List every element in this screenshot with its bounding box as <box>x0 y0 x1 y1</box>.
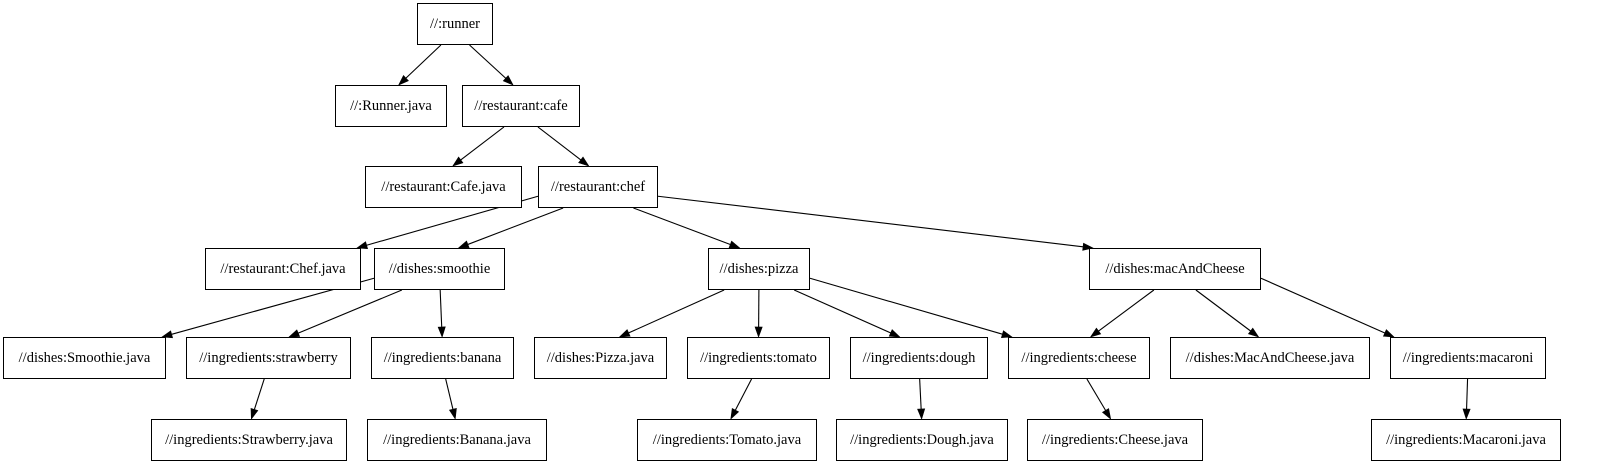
node-label: //dishes:smoothie <box>388 260 491 277</box>
node-label: //ingredients:Macaroni.java <box>1386 431 1546 448</box>
graph-edge-dishes_smoothie-to-ing_strawberry <box>288 289 403 338</box>
node-label: //ingredients:macaroni <box>1402 349 1534 366</box>
graph-node-ing_strawberry_java[interactable]: //ingredients:Strawberry.java <box>151 419 347 461</box>
graph-node-dishes_pizza[interactable]: //dishes:pizza <box>708 248 810 290</box>
node-label: //restaurant:Chef.java <box>220 260 346 277</box>
graph-edge-dishes_pizza-to-ing_dough <box>793 289 901 338</box>
graph-edge-ing_macaroni-to-ing_macaroni_java <box>1462 378 1471 420</box>
graph-edge-ing_strawberry-to-ing_strawberry_java <box>250 378 265 420</box>
graph-edge-ing_dough-to-ing_dough_java <box>917 378 926 420</box>
node-label: //ingredients:Strawberry.java <box>165 431 333 448</box>
graph-edge-runner-to-restaurant_cafe <box>469 44 514 86</box>
graph-node-ing_tomato[interactable]: //ingredients:tomato <box>687 337 830 379</box>
node-label: //ingredients:tomato <box>700 349 817 366</box>
graph-node-restaurant_chef[interactable]: //restaurant:chef <box>538 166 658 208</box>
node-label: //ingredients:Cheese.java <box>1041 431 1189 448</box>
node-label: //dishes:macAndCheese <box>1105 260 1245 277</box>
node-label: //ingredients:strawberry <box>199 349 338 366</box>
graph-node-restaurant_chef_java[interactable]: //restaurant:Chef.java <box>205 248 361 290</box>
graph-edge-dishes_pizza-to-ing_tomato <box>754 289 763 338</box>
graph-edge-ing_banana-to-ing_banana_java <box>445 378 457 420</box>
node-label: //ingredients:cheese <box>1021 349 1137 366</box>
graph-node-dishes_macandcheese[interactable]: //dishes:macAndCheese <box>1089 248 1261 290</box>
graph-edge-dishes_macandcheese-to-ing_cheese <box>1089 289 1155 338</box>
node-label: //ingredients:dough <box>862 349 976 366</box>
graph-node-dishes_smoothie[interactable]: //dishes:smoothie <box>374 248 505 290</box>
node-label: //restaurant:cafe <box>474 97 568 114</box>
graph-edge-restaurant_cafe-to-restaurant_cafe_java <box>452 126 505 167</box>
node-label: //dishes:pizza <box>719 260 799 277</box>
graph-edge-dishes_pizza-to-ing_cheese <box>809 277 1013 338</box>
graph-edge-dishes_macandcheese-to-ing_macaroni <box>1260 277 1395 338</box>
graph-node-ing_cheese[interactable]: //ingredients:cheese <box>1008 337 1150 379</box>
graph-edge-runner-to-runner_java <box>398 44 442 86</box>
graph-node-ing_dough_java[interactable]: //ingredients:Dough.java <box>836 419 1008 461</box>
node-label: //dishes:Smoothie.java <box>18 349 151 366</box>
graph-node-ing_strawberry[interactable]: //ingredients:strawberry <box>186 337 351 379</box>
graph-edge-dishes_macandcheese-to-dishes_macandcheese_java <box>1195 289 1260 338</box>
node-label: //ingredients:banana <box>383 349 502 366</box>
node-label: //ingredients:Tomato.java <box>652 431 802 448</box>
graph-node-ing_cheese_java[interactable]: //ingredients:Cheese.java <box>1027 419 1203 461</box>
node-label: //:runner <box>430 15 480 32</box>
node-label: //restaurant:Cafe.java <box>381 178 506 195</box>
node-label: //restaurant:chef <box>550 178 646 195</box>
node-label: //ingredients:Banana.java <box>383 431 531 448</box>
node-label: //dishes:MacAndCheese.java <box>1185 349 1355 366</box>
graph-node-runner[interactable]: //:runner <box>417 3 493 45</box>
node-label: //dishes:Pizza.java <box>546 349 655 366</box>
graph-node-ing_banana[interactable]: //ingredients:banana <box>371 337 514 379</box>
graph-node-ing_banana_java[interactable]: //ingredients:Banana.java <box>367 419 547 461</box>
graph-node-runner_java[interactable]: //:Runner.java <box>335 85 447 127</box>
graph-edge-ing_cheese-to-ing_cheese_java <box>1086 378 1112 420</box>
graph-node-ing_macaroni[interactable]: //ingredients:macaroni <box>1390 337 1546 379</box>
graph-edge-ing_tomato-to-ing_tomato_java <box>730 378 753 420</box>
graph-node-restaurant_cafe[interactable]: //restaurant:cafe <box>462 85 580 127</box>
graph-node-dishes_macandcheese_java[interactable]: //dishes:MacAndCheese.java <box>1170 337 1370 379</box>
graph-node-restaurant_cafe_java[interactable]: //restaurant:Cafe.java <box>365 166 522 208</box>
graph-edge-restaurant_chef-to-dishes_pizza <box>633 207 741 249</box>
node-label: //:Runner.java <box>350 97 432 114</box>
graph-edge-restaurant_cafe-to-restaurant_chef <box>537 126 590 167</box>
graph-node-ing_dough[interactable]: //ingredients:dough <box>850 337 988 379</box>
node-label: //ingredients:Dough.java <box>850 431 994 448</box>
graph-edge-dishes_smoothie-to-ing_banana <box>437 289 446 338</box>
graph-edge-dishes_pizza-to-dishes_pizza_java <box>618 289 725 338</box>
graph-node-ing_tomato_java[interactable]: //ingredients:Tomato.java <box>637 419 817 461</box>
graph-edge-restaurant_chef-to-dishes_macandcheese <box>657 195 1094 251</box>
graph-node-ing_macaroni_java[interactable]: //ingredients:Macaroni.java <box>1371 419 1561 461</box>
graph-edge-restaurant_chef-to-dishes_smoothie <box>457 207 564 249</box>
graph-node-dishes_pizza_java[interactable]: //dishes:Pizza.java <box>534 337 667 379</box>
graph-node-dishes_smoothie_java[interactable]: //dishes:Smoothie.java <box>3 337 166 379</box>
